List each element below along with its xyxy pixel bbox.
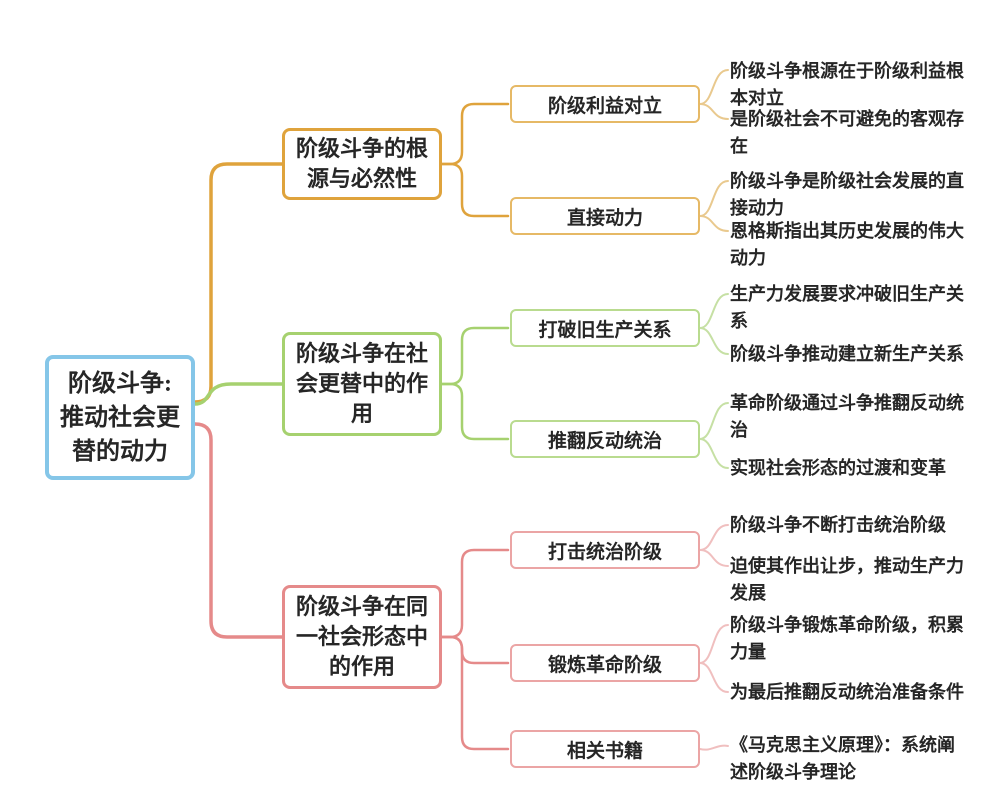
subtopic-node-3-2[interactable]: 锻炼革命阶级: [510, 644, 700, 682]
brace-line: [440, 326, 510, 386]
twig-line: [699, 524, 729, 551]
twig-line: [699, 69, 729, 105]
twig-line: [699, 662, 729, 693]
branch-node-origin-necessity[interactable]: 阶级斗争的根 源与必然性: [282, 128, 442, 200]
branch-node-social-change-role[interactable]: 阶级斗争在社 会更替中的作 用: [282, 332, 442, 436]
brace-line: [440, 162, 510, 218]
root-node[interactable]: 阶级斗争: 推动社会更 替的动力: [45, 355, 195, 480]
leaf-text-2-2-1[interactable]: 革命阶级通过斗争推翻反动统 治: [730, 393, 964, 440]
twig-line: [699, 744, 729, 751]
leaf-text-1-2-2[interactable]: 恩格斯指出其历史发展的伟大 动力: [730, 221, 964, 268]
leaf-text-2-1-1[interactable]: 生产力发展要求冲破旧生产关 系: [730, 284, 964, 331]
twig-line: [699, 293, 729, 329]
twig-line: [699, 215, 729, 232]
subtopic-node-3-3[interactable]: 相关书籍: [510, 730, 700, 768]
subtopic-node-1-1[interactable]: 阶级利益对立: [510, 85, 700, 123]
leaf-text-1-1-2[interactable]: 是阶级社会不可避免的客观存 在: [730, 109, 964, 156]
brace-line: [440, 382, 510, 441]
subtopic-node-2-2[interactable]: 推翻反动统治: [510, 420, 700, 458]
twig-line: [699, 438, 729, 469]
twig-line: [699, 549, 729, 567]
leaf-text-1-2-1[interactable]: 阶级斗争是阶级社会发展的直 接动力: [730, 171, 964, 218]
subtopic-node-3-1[interactable]: 打击统治阶级: [510, 531, 700, 569]
brace-line: [440, 102, 510, 166]
leaf-text-2-1-2[interactable]: 阶级斗争推动建立新生产关系: [730, 344, 964, 364]
leaf-text-3-1-2[interactable]: 迫使其作出让步，推动生产力 发展: [730, 556, 964, 603]
twig-line: [699, 327, 729, 355]
brace-line: [440, 635, 510, 751]
leaf-text-1-1-1[interactable]: 阶级斗争根源在于阶级利益根 本对立: [730, 61, 964, 108]
subtopic-node-2-1[interactable]: 打破旧生产关系: [510, 309, 700, 347]
leaf-text-3-3-1[interactable]: 《马克思主义原理》：系统阐 述阶级斗争理论: [730, 735, 955, 782]
branch-node-same-society-role[interactable]: 阶级斗争在同 一社会形态中 的作用: [282, 585, 442, 689]
trunk-line-branch-3: [193, 422, 284, 639]
twig-line: [699, 180, 729, 217]
trunk-line-branch-1: [193, 162, 284, 404]
subtopic-node-1-2[interactable]: 直接动力: [510, 197, 700, 235]
brace-line: [440, 548, 510, 639]
trunk-line-branch-2: [193, 382, 284, 406]
leaf-text-3-2-1[interactable]: 阶级斗争锻炼革命阶级，积累 力量: [730, 615, 964, 662]
leaf-text-3-2-2[interactable]: 为最后推翻反动统治准备条件: [730, 682, 964, 702]
leaf-text-2-2-2[interactable]: 实现社会形态的过渡和变革: [730, 458, 946, 478]
twig-line: [699, 402, 729, 440]
leaf-text-3-1-1[interactable]: 阶级斗争不断打击统治阶级: [730, 515, 946, 535]
twig-line: [699, 103, 729, 120]
twig-line: [699, 624, 729, 664]
brace-line: [440, 635, 510, 665]
